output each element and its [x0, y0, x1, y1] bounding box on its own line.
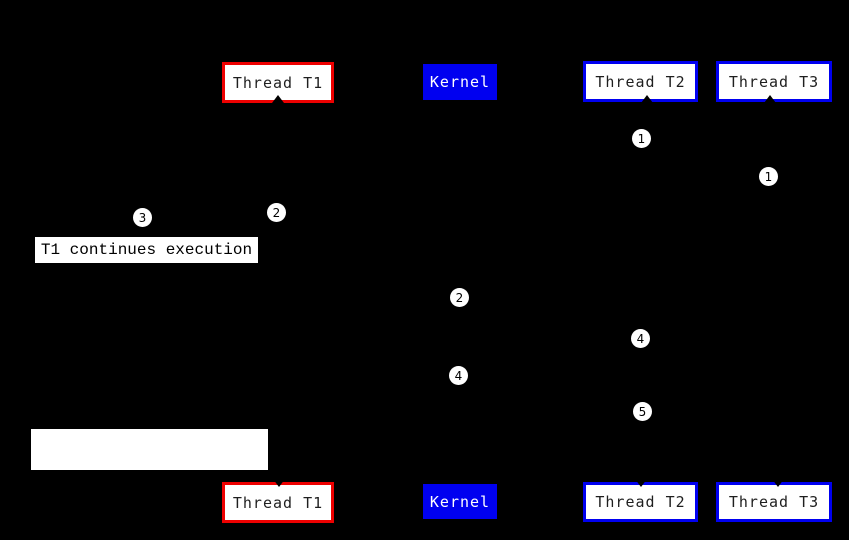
step-marker-number: 3 — [138, 210, 147, 225]
thread-t1-box-bottom: Thread T1 — [222, 482, 334, 523]
thread-t2-box-top: Thread T2 — [583, 61, 698, 102]
thread-t3-label-top: Thread T3 — [728, 72, 820, 91]
step-marker-number: 4 — [454, 368, 463, 383]
thread-t2-box-bottom: Thread T2 — [583, 482, 698, 522]
arrowhead-icon — [272, 95, 284, 103]
thread-t3-box-bottom: Thread T3 — [716, 482, 832, 522]
kernel-box-bottom: Kernel — [423, 484, 497, 519]
thread-t3-label-bottom: Thread T3 — [728, 493, 820, 511]
arrowhead-icon — [764, 95, 776, 103]
arrowhead-icon — [635, 479, 647, 487]
thread-t1-label-bottom: Thread T1 — [232, 493, 324, 512]
t1-continues-execution-text: T1 continues execution — [40, 241, 253, 259]
step-marker: 1 — [759, 167, 778, 186]
kernel-label-top: Kernel — [429, 73, 491, 91]
step-marker-number: 1 — [637, 131, 646, 146]
step-marker-number: 2 — [272, 205, 281, 220]
kernel-box-top: Kernel — [423, 64, 497, 100]
step-marker: 5 — [633, 402, 652, 421]
thread-t2-label-top: Thread T2 — [595, 72, 686, 91]
t1-continues-execution-label: T1 continues execution — [35, 237, 258, 263]
step-marker-number: 5 — [638, 404, 647, 419]
step-marker: 4 — [449, 366, 468, 385]
thread-t2-label-bottom: Thread T2 — [595, 493, 686, 511]
blank-callout-box — [31, 429, 268, 470]
arrowhead-icon — [772, 479, 784, 487]
step-marker: 2 — [450, 288, 469, 307]
step-marker-number: 1 — [764, 169, 773, 184]
step-marker: 3 — [133, 208, 152, 227]
step-marker: 4 — [631, 329, 650, 348]
kernel-label-bottom: Kernel — [429, 492, 491, 511]
arrowhead-icon — [641, 95, 653, 103]
step-marker-number: 4 — [636, 331, 645, 346]
step-marker: 1 — [632, 129, 651, 148]
arrowhead-icon — [273, 479, 285, 487]
step-marker-number: 2 — [455, 290, 464, 305]
step-marker: 2 — [267, 203, 286, 222]
thread-t1-label-top: Thread T1 — [232, 73, 324, 92]
